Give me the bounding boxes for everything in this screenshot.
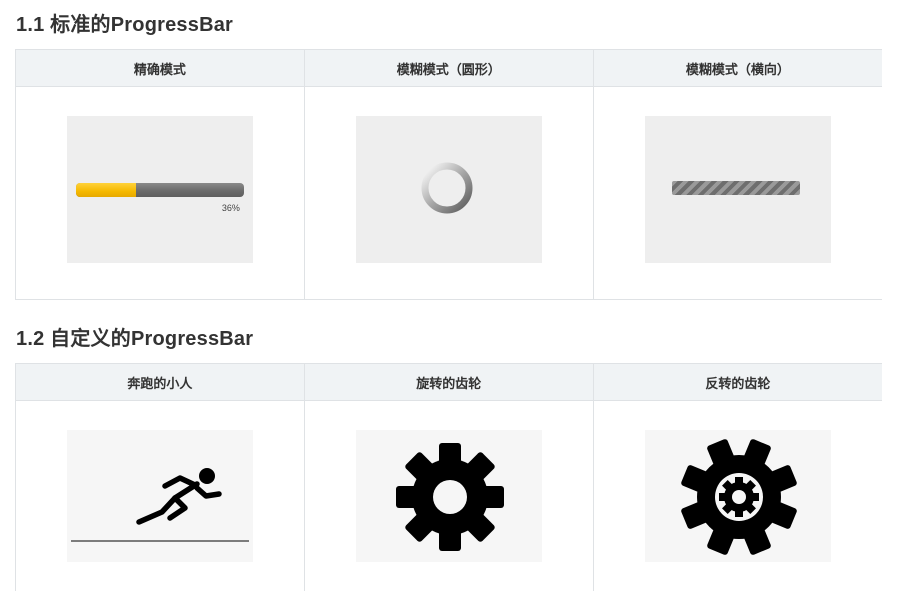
table-header-row: 精确模式 模糊模式（圆形） 模糊模式（横向） <box>15 49 882 87</box>
column-header-reverse-gear: 反转的齿轮 <box>592 363 882 401</box>
column-header-determinate: 精确模式 <box>15 49 305 87</box>
rotating-gear-demo <box>355 430 542 562</box>
rotating-gear-cell <box>303 400 594 591</box>
column-header-rotating-gear: 旋转的齿轮 <box>303 363 594 401</box>
indeterminate-horizontal-demo <box>644 116 831 263</box>
determinate-progress-bar <box>75 183 244 197</box>
reverse-gear-demo <box>644 430 831 562</box>
running-man-cell <box>15 400 305 591</box>
table-row <box>15 400 882 591</box>
spinner-ring-icon <box>421 162 473 214</box>
custom-progressbar-table: 奔跑的小人 旋转的齿轮 反转的齿轮 <box>15 363 882 591</box>
table-header-row: 奔跑的小人 旋转的齿轮 反转的齿轮 <box>15 363 882 401</box>
section-title-standard: 1.1 标准的ProgressBar <box>16 14 234 36</box>
progress-fill <box>75 183 137 197</box>
indeterminate-circle-demo <box>355 116 542 263</box>
table-row: 36% <box>15 86 882 300</box>
column-header-indeterminate-horizontal: 模糊模式（横向） <box>592 49 882 87</box>
determinate-cell: 36% <box>15 86 305 300</box>
reverse-gear-icon <box>681 439 797 555</box>
striped-bar-icon <box>671 181 800 195</box>
running-man-icon <box>70 468 249 542</box>
running-man-demo <box>66 430 253 562</box>
reverse-gear-cell <box>592 400 882 591</box>
column-header-indeterminate-circle: 模糊模式（圆形） <box>303 49 594 87</box>
section-title-custom: 1.2 自定义的ProgressBar <box>16 328 254 350</box>
column-header-running-man: 奔跑的小人 <box>15 363 305 401</box>
progress-percent-label: 36% <box>221 203 240 213</box>
standard-progressbar-table: 精确模式 模糊模式（圆形） 模糊模式（横向） 36% <box>15 49 882 300</box>
gear-icon <box>395 443 504 551</box>
determinate-demo: 36% <box>66 116 253 263</box>
indeterminate-circle-cell <box>303 86 594 300</box>
indeterminate-horizontal-cell <box>592 86 882 300</box>
